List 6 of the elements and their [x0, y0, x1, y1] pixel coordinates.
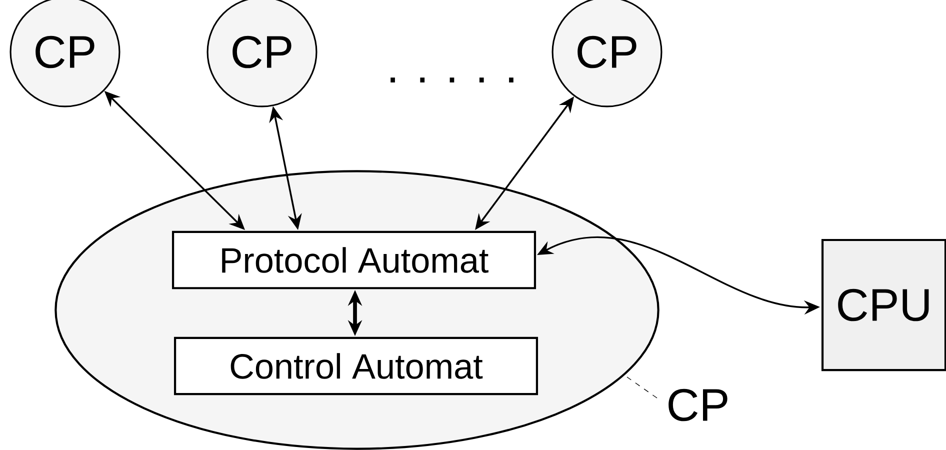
leader-line [626, 376, 658, 398]
leader-label: CP [668, 388, 728, 422]
ellipsis-dots: . . . . . [390, 78, 514, 82]
process-box: Control Automat [174, 336, 538, 396]
process-box: CPU [821, 238, 946, 372]
process-box: Protocol Automat [172, 230, 536, 290]
